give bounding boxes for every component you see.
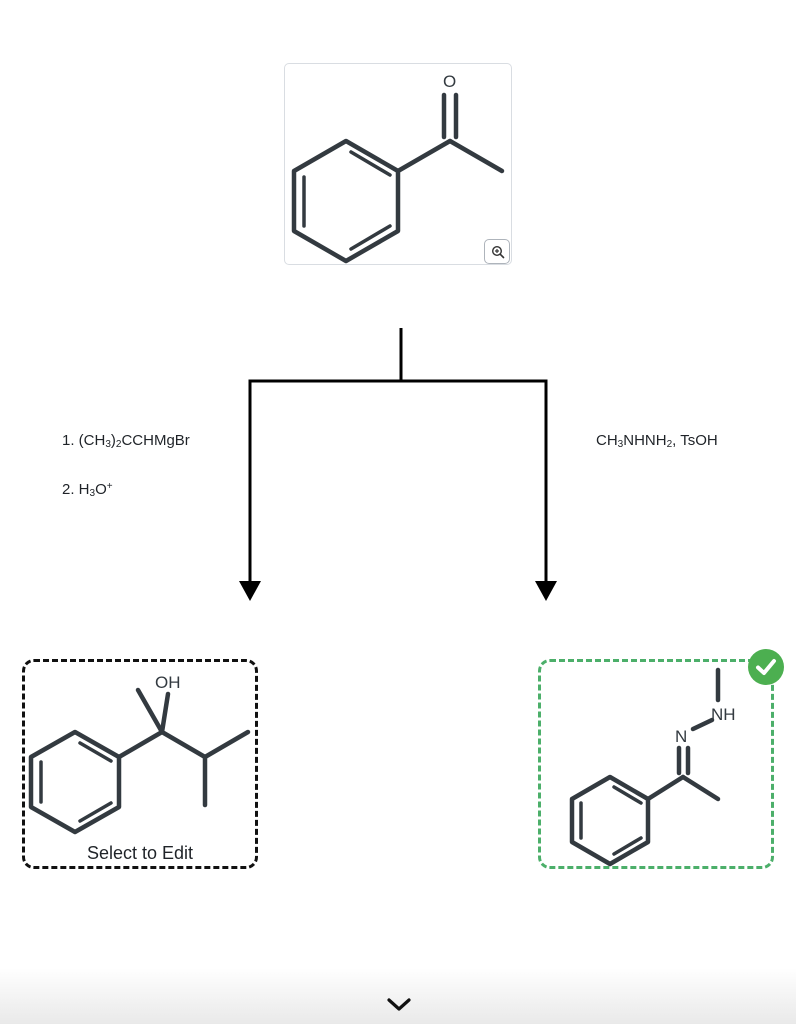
aromatic-double-bond: [349, 150, 392, 177]
correct-badge: [748, 649, 784, 685]
aromatic-double-bond: [612, 785, 643, 805]
aromatic-double-bond: [78, 741, 113, 763]
zoom-button[interactable]: [484, 239, 510, 264]
reagent-step-2: 2. H3O+: [62, 481, 113, 499]
atom-label-amine: NH: [711, 705, 736, 724]
atom-label-hydroxyl: OH: [155, 673, 181, 692]
bottom-fade: [0, 968, 796, 1024]
n-n-bond: [690, 717, 715, 732]
bond: [116, 729, 165, 760]
aromatic-double-bond: [78, 801, 113, 823]
zoom-in-icon: [491, 245, 505, 259]
left-arrowhead: [239, 581, 261, 601]
methyl-bond: [135, 687, 165, 735]
select-to-edit-label: Select to Edit: [86, 843, 194, 863]
methyl-bond: [202, 729, 251, 760]
benzene-ring: [569, 774, 651, 867]
chevron-down-icon[interactable]: [386, 996, 412, 1014]
bond: [645, 774, 686, 802]
atom-label-oxygen: O: [443, 72, 456, 91]
methyl-bond: [680, 774, 721, 802]
right-arrowhead: [535, 581, 557, 601]
reagent-right: CH3NHNH2, TsOH: [596, 432, 718, 450]
reagent-step-1: 1. (CH3)2CCHMgBr: [62, 432, 190, 450]
bond: [395, 138, 453, 174]
arrow-branch: [248, 379, 548, 582]
atom-label-imine-nitrogen: N: [675, 727, 687, 746]
reaction-arrows: [239, 328, 557, 601]
check-icon: [756, 659, 776, 675]
aromatic-double-bond: [612, 836, 643, 856]
starting-material-structure: O: [291, 72, 505, 264]
hydroxyl-bond: [159, 691, 171, 735]
aromatic-double-bond: [349, 224, 392, 251]
product-box-right[interactable]: [538, 659, 774, 869]
bond: [159, 729, 208, 760]
methyl-bond: [447, 138, 505, 174]
